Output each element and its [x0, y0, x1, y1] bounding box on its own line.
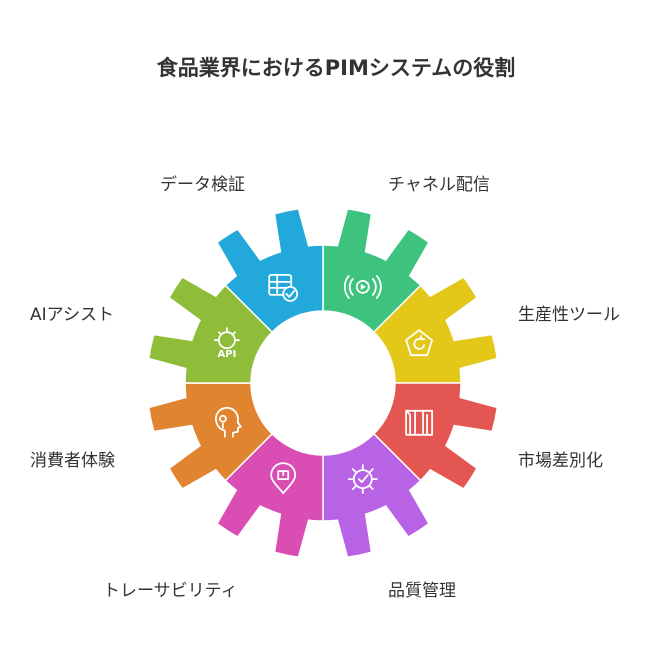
- gear-api-icon: API: [213, 327, 240, 360]
- label-ai-assist: AIアシスト: [30, 305, 114, 325]
- location-package-icon: [270, 462, 297, 495]
- gear-check-icon: [347, 464, 378, 495]
- label-data-validation: データ検証: [160, 175, 245, 195]
- api-text: API: [218, 349, 237, 360]
- label-market-differentiation: 市場差別化: [518, 451, 603, 471]
- label-traceability: トレーサビリティ: [103, 581, 238, 601]
- label-channel-distribution: チャネル配信: [388, 175, 490, 195]
- shelves-icon: [405, 409, 434, 436]
- table-check-icon: [268, 273, 299, 302]
- page-title: 食品業界におけるPIMシステムの役割: [156, 56, 516, 80]
- gear-center-hole: [251, 311, 395, 455]
- broadcast-play-icon: [343, 274, 382, 299]
- label-productivity-tools: 生産性ツール: [518, 305, 620, 325]
- head-profile-icon: [214, 406, 242, 438]
- pentagon-refresh-icon: [405, 329, 434, 357]
- label-quality-management: 品質管理: [388, 581, 456, 601]
- label-consumer-experience: 消費者体験: [30, 451, 115, 471]
